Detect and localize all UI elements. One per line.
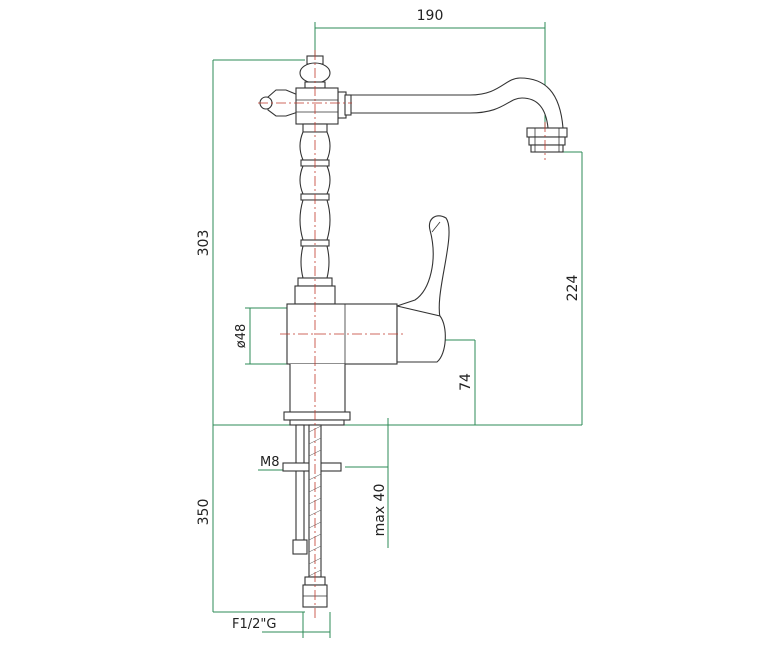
dim-height-total: 303 bbox=[196, 230, 212, 257]
dim-max-thickness: max 40 bbox=[372, 484, 388, 537]
center-lines bbox=[258, 50, 546, 618]
lever-handle bbox=[396, 215, 450, 363]
dim-width-top: 190 bbox=[417, 8, 444, 24]
dim-spout-height: 224 bbox=[565, 275, 581, 302]
mounting-stud-and-hoses bbox=[282, 424, 342, 608]
dim-handle-height: 74 bbox=[458, 373, 474, 391]
faucet-column bbox=[294, 55, 339, 305]
dim-body-diameter: ø48 bbox=[234, 324, 249, 349]
dim-stud-thread: M8 bbox=[260, 455, 280, 470]
spout bbox=[349, 77, 568, 153]
dim-hose-length: 350 bbox=[196, 499, 212, 526]
mixer-body bbox=[283, 303, 398, 426]
dim-hose-connection: F1/2"G bbox=[232, 617, 276, 632]
